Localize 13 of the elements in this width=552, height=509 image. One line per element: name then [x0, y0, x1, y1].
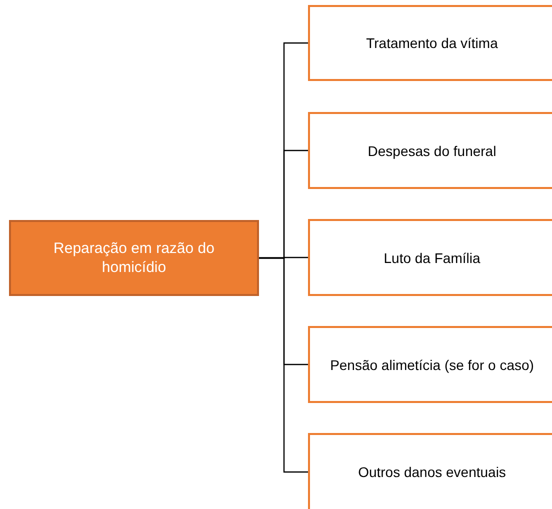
box-label: Pensão alimetícia (se for o caso) — [330, 356, 534, 372]
category-box — [308, 326, 552, 403]
box-label: Tratamento da vítima — [366, 35, 498, 51]
category-box — [308, 112, 552, 189]
box-label: Luto da Família — [384, 250, 480, 266]
box-label: Reparação em razão do homicídio — [52, 238, 216, 278]
category-box — [308, 433, 552, 509]
category-box — [308, 219, 552, 296]
box-label: Despesas do funeral — [368, 142, 496, 158]
connector-line — [259, 257, 308, 473]
category-box — [308, 5, 552, 81]
box-label: Outros danos eventuais — [358, 464, 506, 480]
root-box — [9, 220, 259, 296]
